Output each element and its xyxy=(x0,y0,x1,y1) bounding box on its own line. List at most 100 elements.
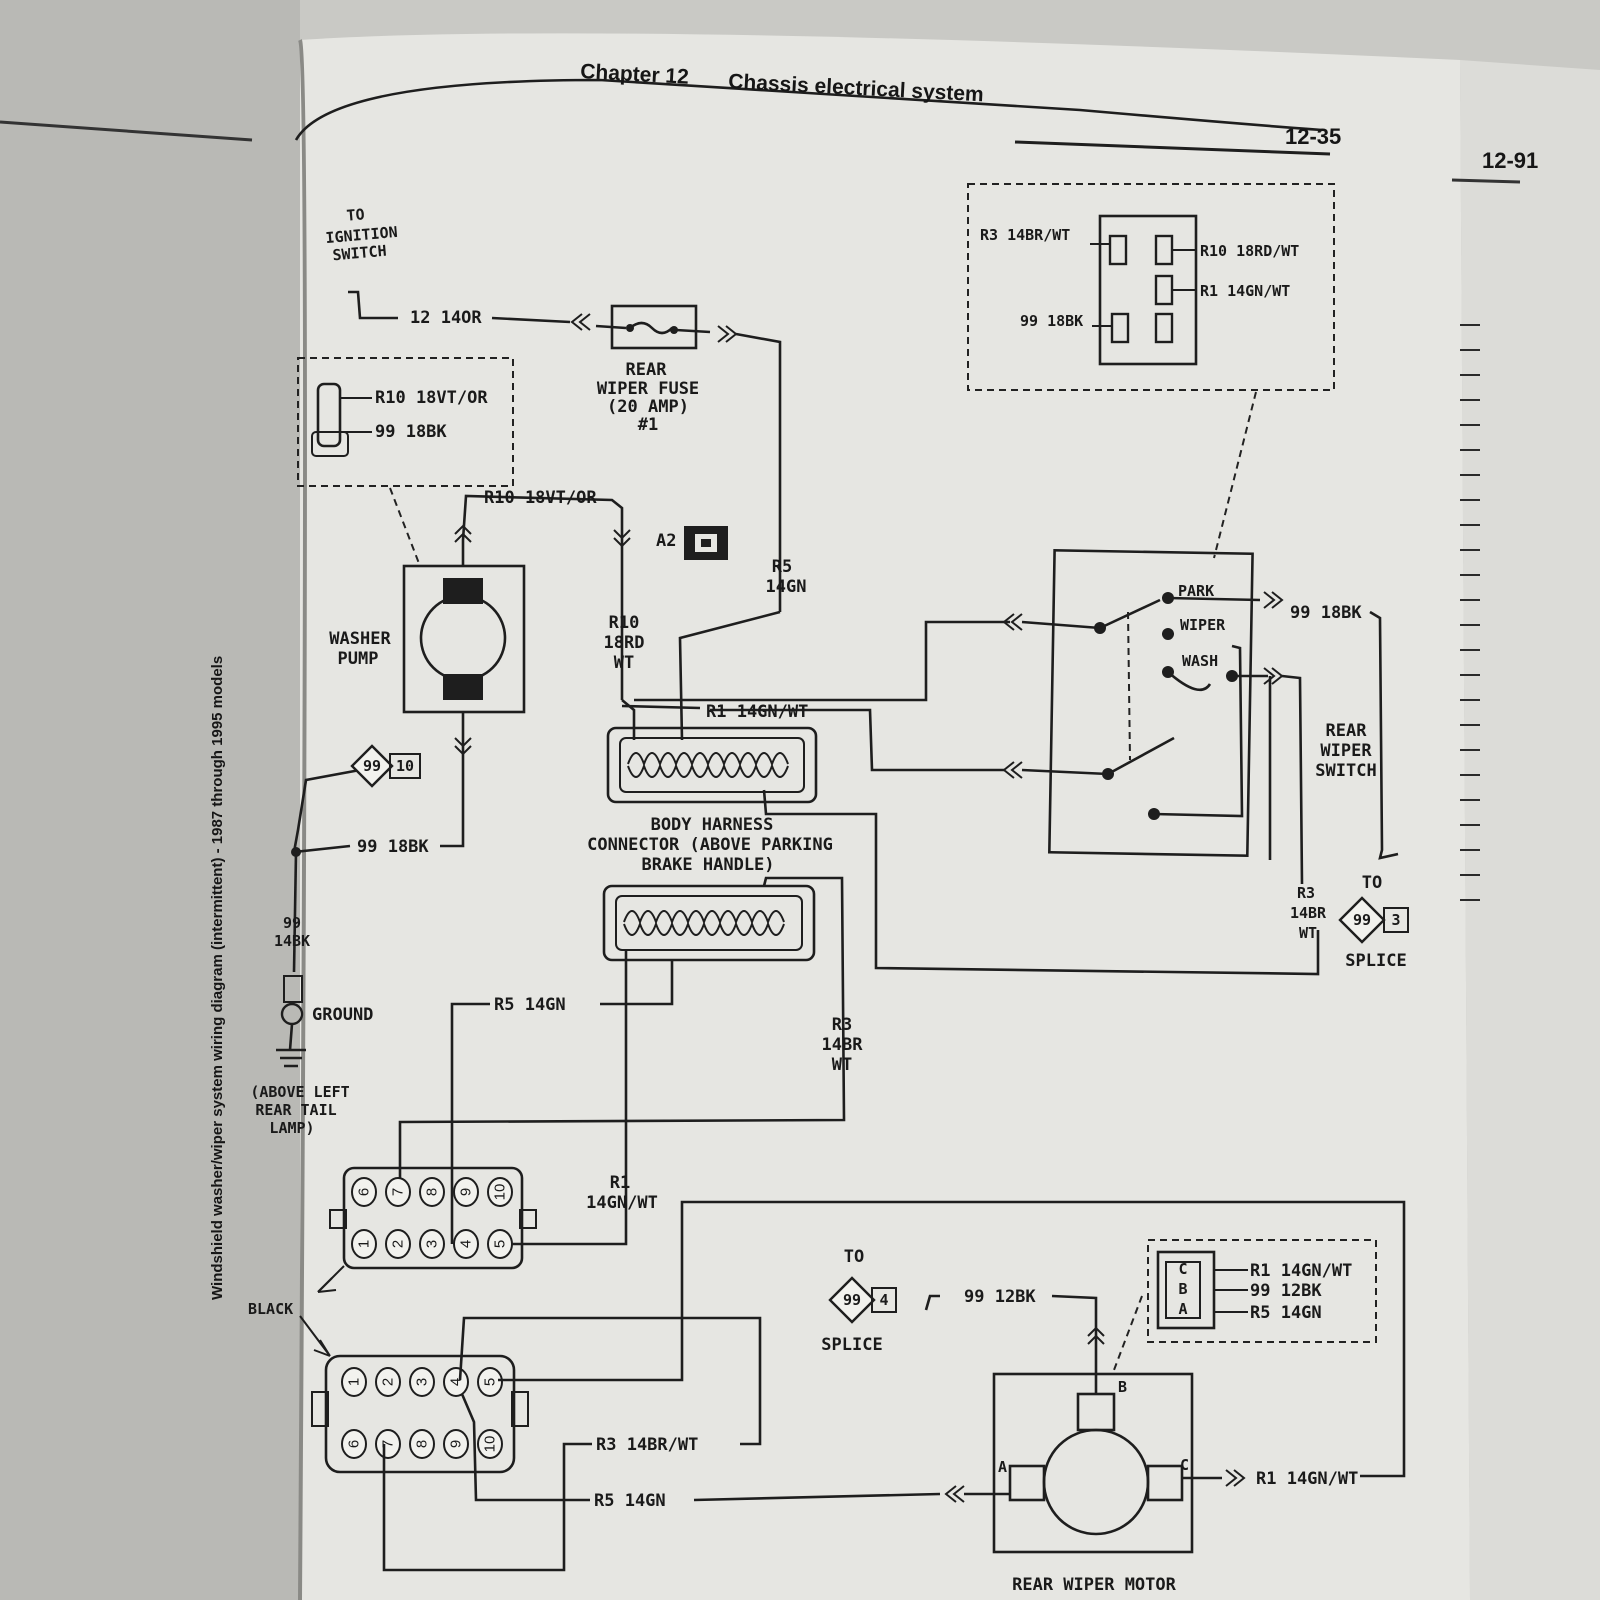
page-number: 12-35 xyxy=(1285,124,1341,149)
upper-connector-pin-2 xyxy=(385,1229,411,1259)
r3-right-b: 14BR xyxy=(1290,904,1327,922)
upper-connector-pin-3 xyxy=(419,1229,445,1259)
switch-inset-r1: R1 14GN/WT xyxy=(1200,282,1290,300)
bhc-label-3: BRAKE HANDLE) xyxy=(641,855,774,875)
upper-connector-pin-label: 5 xyxy=(492,1240,509,1248)
motor-connector-inset xyxy=(1147,1239,1377,1343)
r5-bottom-label: R5 14GN xyxy=(594,1491,666,1511)
motor-inset-r1: R1 14GN/WT xyxy=(1250,1261,1352,1281)
switch-inset-r10: R10 18RD/WT xyxy=(1200,242,1299,260)
r5-label-a: R5 xyxy=(772,557,792,577)
r1-mid-label-b: 14GN/WT xyxy=(586,1193,658,1213)
ground-wire-label: 99 18BK xyxy=(357,837,429,857)
lower-connector-pin-4 xyxy=(443,1367,469,1397)
motor-inset-99: 99 12BK xyxy=(1250,1281,1322,1301)
lower-connector-pin-9 xyxy=(443,1429,469,1459)
bhc-label-1: BODY HARNESS xyxy=(651,815,774,835)
r3-right-c: WT xyxy=(1299,924,1317,942)
splice-right-label: SPLICE xyxy=(1345,951,1406,971)
switch-inset-99: 99 18BK xyxy=(1020,312,1083,330)
lower-connector-pin-label: 9 xyxy=(448,1440,465,1448)
upper-connector-pin-label: 8 xyxy=(424,1188,441,1196)
upper-connector-pin-label: 9 xyxy=(458,1188,475,1196)
wire-12-label: 12 14OR xyxy=(410,308,482,328)
splice-99-4-ref: 4 xyxy=(879,1291,888,1309)
upper-connector-pin-label: 7 xyxy=(390,1188,407,1196)
pump-connector-inset xyxy=(297,357,514,487)
chapter-label: Chapter 12 xyxy=(580,60,690,89)
splice-99-10-ref: 10 xyxy=(396,757,414,775)
ignition-terminal xyxy=(348,290,398,320)
pump-connector xyxy=(316,382,342,448)
r1-mid-label-a: R1 xyxy=(610,1173,630,1193)
to-bottom-label: TO xyxy=(844,1247,864,1267)
wire-r5-vertical xyxy=(735,332,782,612)
lower-connector-pin-3 xyxy=(409,1367,435,1397)
ground-vert-1: 99 xyxy=(283,914,301,932)
upper-connector-pin-4 xyxy=(453,1229,479,1259)
fuse-label-2: WIPER FUSE xyxy=(597,379,699,399)
wire-r10-vt-label: R10 18VT/OR xyxy=(484,488,597,508)
motor-label: REAR WIPER MOTOR xyxy=(1012,1575,1177,1595)
r3-right-a: R3 xyxy=(1297,884,1315,902)
lower-connector-pin-label: 6 xyxy=(346,1440,363,1448)
lower-connector-pin-1 xyxy=(341,1367,367,1397)
r1-bottom-label: R1 14GN/WT xyxy=(1256,1469,1358,1489)
r10-label-c: WT xyxy=(614,653,634,673)
wire-99-12bk-label: 99 12BK xyxy=(964,1287,1036,1307)
lower-connector-pin-label: 7 xyxy=(380,1440,397,1448)
conn-abc-b: B xyxy=(1178,1280,1187,1298)
fuse-label-1: REAR xyxy=(626,360,668,380)
lower-connector-pin-10 xyxy=(477,1429,503,1459)
r10-label-a: R10 xyxy=(609,613,640,633)
switch-connector-inset xyxy=(967,183,1335,391)
upper-connector-pin-label: 6 xyxy=(356,1188,373,1196)
r3-label-a: R3 xyxy=(832,1015,852,1035)
r3-label-c: WT xyxy=(832,1055,852,1075)
lower-connector-pin-5 xyxy=(477,1367,503,1397)
rws-label-1: REAR xyxy=(1326,721,1368,741)
right-page xyxy=(1460,60,1600,1600)
lower-connector-pin-label: 5 xyxy=(482,1378,499,1386)
splice-99-4-num: 99 xyxy=(843,1291,861,1309)
upper-connector-pin-7 xyxy=(385,1177,411,1207)
washer-label-1: WASHER xyxy=(329,629,391,649)
upper-connector-pin-5 xyxy=(487,1229,513,1259)
wire-r3-right xyxy=(762,789,1320,976)
splice-bottom-label: SPLICE xyxy=(821,1335,882,1355)
wiper-label: WIPER xyxy=(1180,616,1226,634)
lower-connector-pin-7 xyxy=(375,1429,401,1459)
lower-connector-pin-label: 10 xyxy=(482,1436,499,1453)
wire-r10-vt xyxy=(461,494,624,700)
rws-label-3: SWITCH xyxy=(1315,761,1376,781)
lower-connector-pin-label: 1 xyxy=(346,1378,363,1386)
ground-loc-3: LAMP) xyxy=(269,1119,314,1137)
fuse-label-3: (20 AMP) xyxy=(607,397,689,417)
bhc-label-2: CONNECTOR (ABOVE PARKING xyxy=(587,835,833,855)
lower-connector-pin-label: 2 xyxy=(380,1378,397,1386)
washer-label-2: PUMP xyxy=(338,649,379,669)
upper-connector-pin-1 xyxy=(351,1229,377,1259)
figure-caption: Windshield washer/wiper system wiring di… xyxy=(209,656,226,1300)
rear-wiper-motor xyxy=(992,1372,1194,1554)
facing-page-number: 12-91 xyxy=(1482,148,1538,173)
splice-99-4 xyxy=(828,1276,876,1324)
splice-99-10-num: 99 xyxy=(363,757,381,775)
upper-connector-pin-10 xyxy=(487,1177,513,1207)
ground-loc-1: (ABOVE LEFT xyxy=(250,1083,349,1101)
upper-connector-pin-label: 4 xyxy=(458,1240,475,1248)
lower-connector-pin-2 xyxy=(375,1367,401,1397)
motor-a-label: A xyxy=(998,1458,1007,1476)
wire-r1-bottom xyxy=(498,1200,1406,1478)
wire-r1-top xyxy=(710,708,1005,772)
r1-top-label: R1 14GN/WT xyxy=(706,702,808,722)
lower-connector-pin-label: 3 xyxy=(414,1378,431,1386)
wire-12 xyxy=(491,316,571,324)
main-page xyxy=(300,33,1470,1600)
wire-r3-lower xyxy=(398,876,846,1186)
page-edge-ticks xyxy=(1460,324,1480,901)
